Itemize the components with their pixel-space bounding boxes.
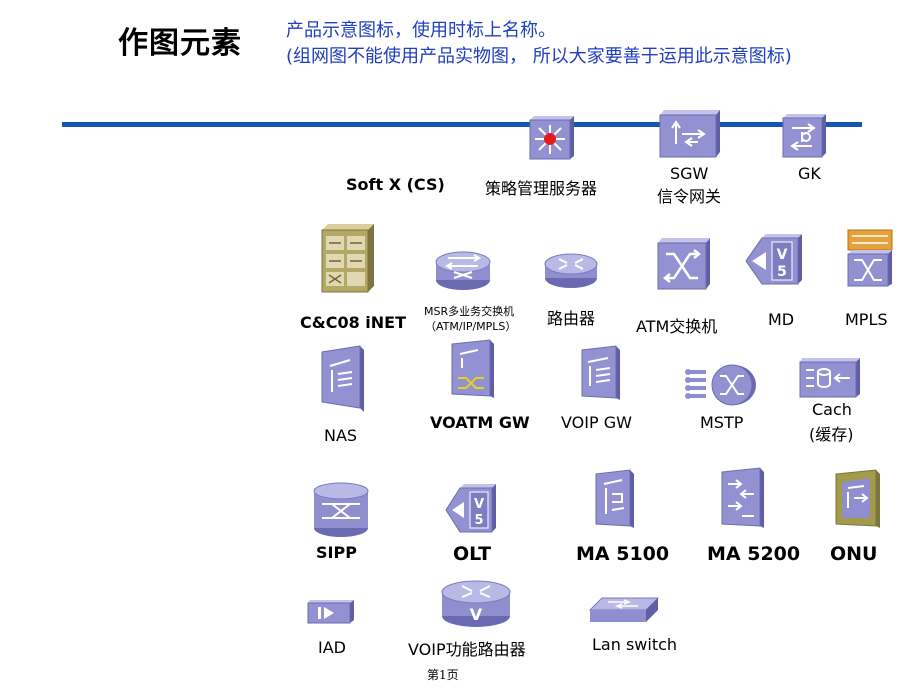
lan-switch-label: Lan switch	[592, 635, 678, 654]
svg-text:V: V	[474, 497, 484, 512]
voip-router-icon: V	[440, 580, 512, 628]
onu-label: ONU	[830, 543, 878, 565]
mpls-label: MPLS	[845, 310, 888, 329]
voip-gw-label: VOIP GW	[561, 413, 632, 432]
cc08-label: C&C08 iNET	[300, 313, 406, 332]
cache-label-1: Cach	[812, 400, 852, 419]
svg-text:5: 5	[777, 264, 787, 280]
iad-icon	[306, 598, 356, 624]
cache-icon	[798, 356, 862, 398]
sgw-label-1: SGW	[670, 164, 709, 183]
md-icon: V 5	[744, 232, 804, 286]
subtitle-line-2: (组网图不能使用产品实物图， 所以大家要善于运用此示意图标)	[286, 46, 792, 67]
msr-label-2: （ATM/IP/MPLS）	[425, 320, 517, 333]
onu-icon	[834, 468, 884, 530]
iad-label: IAD	[318, 638, 346, 657]
sipp-label: SIPP	[316, 543, 357, 562]
svg-text:V: V	[470, 605, 483, 624]
voatm-gw-label: VOATM GW	[430, 413, 530, 432]
voip-router-label: VOIP功能路由器	[408, 640, 526, 659]
cache-label-2: (缓存)	[809, 425, 854, 444]
md-label: MD	[768, 310, 795, 329]
msr-label-1: MSR多业务交换机	[424, 305, 515, 318]
voip-gw-icon	[580, 344, 624, 402]
atm-switch-icon	[656, 236, 712, 290]
sgw-icon	[658, 108, 722, 158]
ma5200-label: MA 5200	[707, 543, 801, 565]
msr-switch-icon	[434, 250, 492, 292]
sgw-label-2: 信令网关	[657, 187, 722, 206]
gk-label: GK	[798, 164, 821, 183]
cc08-icon	[320, 222, 376, 294]
policy-server-label: 策略管理服务器	[485, 179, 598, 198]
gk-icon	[782, 112, 828, 158]
svg-text:V: V	[777, 247, 788, 263]
lan-switch-icon	[588, 596, 660, 626]
mstp-label: MSTP	[700, 413, 744, 432]
olt-icon: V 5	[444, 482, 498, 534]
mstp-icon	[684, 362, 758, 408]
subtitle-line-1: 产品示意图标，使用时标上名称。	[286, 20, 556, 41]
ma5100-icon	[594, 468, 638, 530]
atm-switch-label: ATM交换机	[636, 317, 718, 336]
svg-text:5: 5	[474, 513, 483, 528]
olt-label: OLT	[453, 543, 492, 565]
policy-server-icon	[528, 114, 576, 160]
ma5100-label: MA 5100	[576, 543, 670, 565]
voatm-gw-icon	[450, 338, 498, 400]
page-number: 第1页	[427, 668, 459, 682]
nas-icon	[320, 344, 372, 414]
router-label: 路由器	[547, 309, 596, 328]
softx-label: Soft X (CS)	[346, 175, 445, 194]
divider-bar	[62, 122, 862, 127]
router-icon	[543, 252, 599, 290]
sipp-icon	[312, 482, 370, 538]
ma5200-icon	[720, 466, 768, 530]
nas-label: NAS	[324, 426, 358, 445]
mpls-icon	[846, 228, 894, 288]
page-title: 作图元素	[118, 26, 242, 61]
